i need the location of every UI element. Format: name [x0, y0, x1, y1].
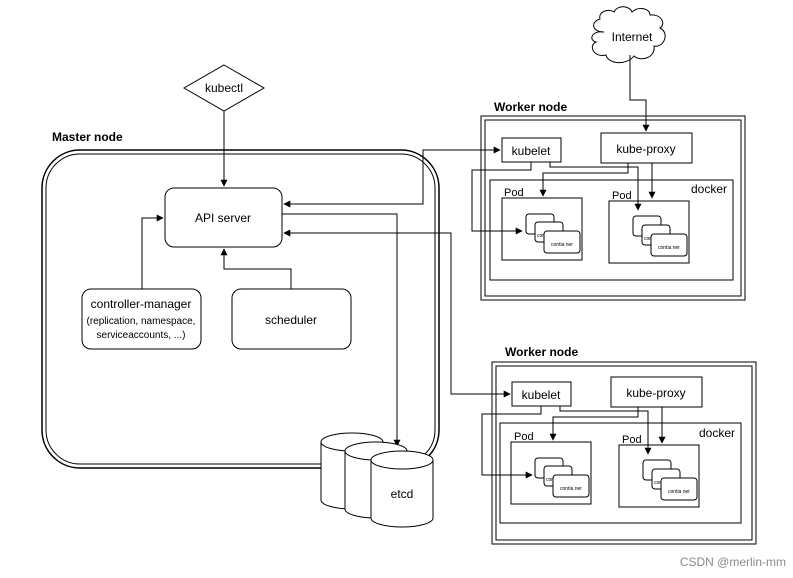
scheduler: scheduler [231, 288, 352, 350]
worker-node-2-kube-proxy-box [610, 376, 703, 408]
cluster-connectors [283, 146, 511, 398]
container-card [543, 230, 581, 254]
pod-label: Pod [622, 434, 642, 446]
worker-node-1-kubelet-label: kubelet [512, 144, 551, 158]
kubelet-to-pod-2-arrow [559, 406, 652, 455]
worker-node-1-kube-proxy-box [600, 132, 693, 164]
internet-to-kube-proxy-arrow [629, 55, 650, 132]
etcd-label: etcd [391, 487, 414, 501]
controller-manager-detail-2: serviceaccounts, ...) [97, 330, 186, 341]
worker-node-2-title: Worker node [505, 345, 578, 359]
api-server-label: API server [195, 211, 251, 225]
kubelet-to-pod-2-arrow [549, 162, 642, 211]
worker-node-1-pod-2: Pod contia ner contia ner [608, 190, 690, 264]
worker-node-2-docker-label: docker [699, 426, 735, 440]
kubectl-label: kubectl [205, 81, 243, 95]
kubectl-node: kubectl [182, 64, 266, 112]
api-to-worker-1-kubelet-arrow [283, 146, 501, 208]
internet-cloud: Internet [591, 6, 666, 64]
worker-node-1: Worker node docker kubelet kube-proxy Po… [471, 55, 746, 301]
etcd-cylinder-front [370, 450, 434, 528]
worker-node-2-pod-1: Pod contia ner contia ner [510, 431, 592, 505]
scheduler-label: scheduler [265, 313, 317, 327]
controller-manager: controller-manager (replication, namespa… [81, 288, 202, 350]
master-node-title: Master node [52, 130, 123, 144]
worker-node-1-pod-1: Pod contia ner contia ner [501, 187, 583, 261]
cloud-shape [591, 6, 666, 64]
kube-proxy-to-pod-1-arrow [539, 163, 629, 197]
container-label: contia ner [658, 245, 680, 251]
container-label: contia ner [560, 486, 582, 492]
internet-label: Internet [612, 30, 653, 44]
watermark: CSDN @merlin-mm [680, 555, 786, 569]
kube-proxy-to-pod-1-arrow [549, 407, 639, 441]
worker-node-1-title: Worker node [494, 100, 567, 114]
etcd-store: etcd [320, 432, 434, 528]
controller-manager-label: controller-manager [91, 297, 192, 311]
api-to-worker-2-kubelet-arrow [283, 229, 511, 398]
worker-node-1-kubelet-box [501, 137, 562, 163]
worker-node-2-connectors [481, 406, 666, 479]
pod-label: Pod [612, 190, 632, 202]
worker-node-2-kubelet-label: kubelet [522, 388, 561, 402]
worker-node-2: Worker node docker kubelet kube-proxy Po… [481, 345, 757, 545]
api-server: API server [164, 187, 283, 248]
container-card [660, 477, 698, 501]
kubelet-to-pod-1-arrow [481, 406, 542, 479]
worker-node-1-docker-label: docker [691, 182, 727, 196]
worker-node-1-inner-border [484, 119, 742, 297]
worker-node-2-inner-border [495, 365, 753, 541]
container-label: contia ner [551, 242, 573, 248]
worker-node-2-kube-proxy-label: kube-proxy [626, 386, 685, 400]
pod-label: Pod [504, 187, 524, 199]
worker-node-2-pod-2: Pod contia ner contia ner [618, 434, 700, 508]
controller-to-api-arrow [141, 214, 164, 289]
container-card [552, 474, 590, 498]
controller-manager-detail-1: (replication, namespace, [87, 316, 196, 327]
api-server-box [164, 187, 283, 248]
container-card [650, 233, 688, 257]
worker-node-1-kube-proxy-label: kube-proxy [616, 142, 675, 156]
container-label: contia ner [668, 489, 690, 495]
pod-label: Pod [514, 431, 534, 443]
